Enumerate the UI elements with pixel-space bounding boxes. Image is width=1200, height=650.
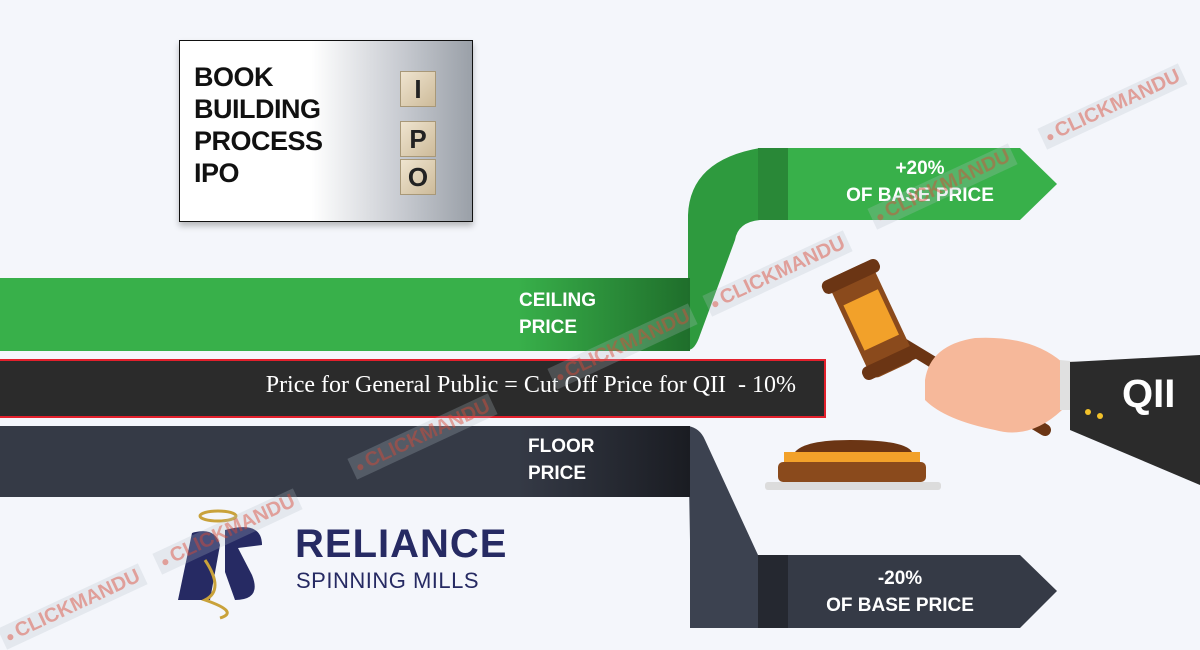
ipo-thumbnail: BOOK BUILDING PROCESS IPO I P O xyxy=(179,40,473,222)
cube-i: I xyxy=(400,71,436,107)
title-line: IPO xyxy=(194,158,240,188)
floor-ribbon-riser xyxy=(688,426,758,628)
ceiling-price-label: CEILING PRICE xyxy=(519,287,596,341)
title-line: PROCESS xyxy=(194,126,323,156)
ceiling-ribbon-riser xyxy=(688,148,760,350)
gavel-hand-icon xyxy=(821,258,1200,485)
label-line: CEILING xyxy=(519,290,597,311)
cube-o: O xyxy=(400,159,436,195)
floor-price-label: FLOOR PRICE xyxy=(528,433,595,487)
brand-name: RELIANCE xyxy=(295,522,508,566)
label-line: -20% xyxy=(877,568,923,589)
label-line: PRICE xyxy=(519,317,578,338)
lower-limit-label: -20% OF BASE PRICE xyxy=(780,565,1020,619)
label-line: FLOOR xyxy=(528,436,595,457)
label-line: +20% xyxy=(895,158,945,179)
formula-bar: Price for General Public = Cut Off Price… xyxy=(0,359,826,418)
floor-band xyxy=(0,426,690,497)
ceiling-band xyxy=(0,278,690,351)
label-line: OF BASE PRICE xyxy=(826,595,974,616)
thumbnail-title: BOOK BUILDING PROCESS IPO xyxy=(194,61,323,189)
gavel-block-icon xyxy=(765,440,941,490)
label-line: PRICE xyxy=(528,463,587,484)
title-line: BOOK xyxy=(194,62,273,92)
formula-text: Price for General Public = Cut Off Price… xyxy=(265,372,796,398)
cube-p: P xyxy=(400,121,436,157)
title-line: BUILDING xyxy=(194,94,321,124)
brand-subtitle: SPINNING MILLS xyxy=(296,568,480,593)
qii-label: QII xyxy=(1122,372,1176,416)
lower-arrow xyxy=(758,555,1057,628)
